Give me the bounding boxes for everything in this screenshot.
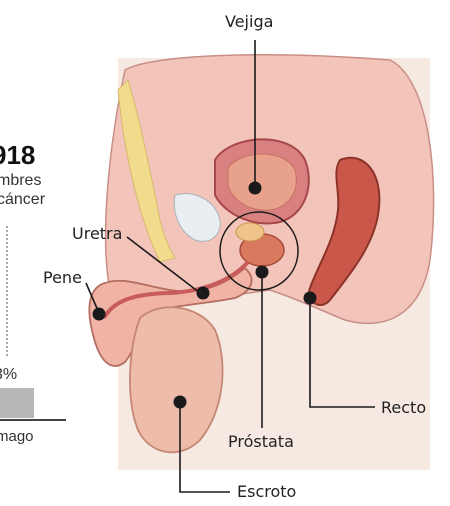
side-category: mago xyxy=(0,428,34,445)
side-dotted-line xyxy=(6,226,8,356)
label-uretra: Uretra xyxy=(72,224,122,243)
marker-vejiga xyxy=(249,182,262,195)
label-prostata: Próstata xyxy=(228,432,294,451)
marker-pene xyxy=(93,308,106,321)
label-vejiga: Vejiga xyxy=(225,12,273,31)
side-percent: 3% xyxy=(0,366,17,384)
side-bar xyxy=(0,388,34,418)
side-text-line1: mbres xyxy=(0,172,41,190)
marker-recto xyxy=(304,292,317,305)
side-axis-line xyxy=(0,419,66,421)
side-text-line2: cáncer xyxy=(0,191,45,209)
marker-uretra xyxy=(197,287,210,300)
side-number: 918 xyxy=(0,140,35,171)
marker-prostata xyxy=(256,266,269,279)
label-recto: Recto xyxy=(381,398,426,417)
label-pene: Pene xyxy=(43,268,82,287)
label-escroto: Escroto xyxy=(237,482,296,501)
seminal-vesicle xyxy=(236,223,264,241)
marker-escroto xyxy=(174,396,187,409)
